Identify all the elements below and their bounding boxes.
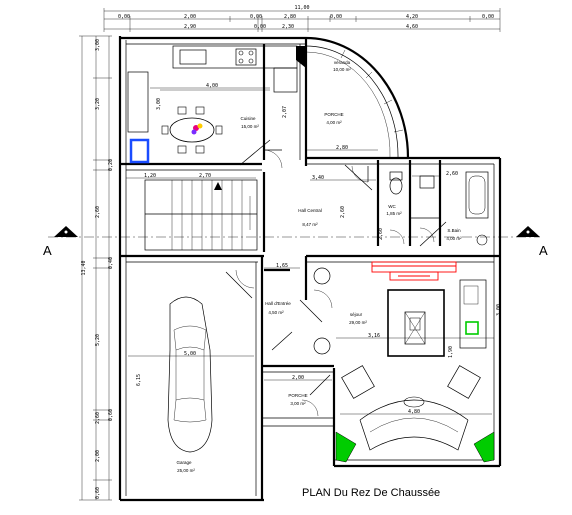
dim-left: 0,20 xyxy=(108,159,114,171)
plant-icon xyxy=(473,431,495,463)
veranda xyxy=(305,36,410,159)
room-porch-top: PORCHE xyxy=(324,112,343,117)
dim-inner: 3,16 xyxy=(368,333,380,339)
dim-left: 0,60 xyxy=(95,487,101,499)
plan-title: PLAN Du Rez De Chaussée xyxy=(302,487,440,499)
dim-top: 0,00 xyxy=(254,24,266,30)
section-label-left: A xyxy=(43,243,52,258)
dim-top: 0,00 xyxy=(482,14,494,20)
room-bath-area: 4,00 m² xyxy=(446,236,462,241)
room-veranda: véranda xyxy=(334,60,351,65)
dim-inner: 3,00 xyxy=(156,98,162,110)
dim-top: 2,90 xyxy=(184,24,196,30)
room-entrance: Hall d'Entrée xyxy=(265,301,291,306)
section-label-right: A xyxy=(539,243,548,258)
room-living: séjour xyxy=(350,312,363,317)
dim-inner: 3,40 xyxy=(312,175,324,181)
room-garage: Garage xyxy=(176,460,192,465)
sofa-icon xyxy=(459,279,487,349)
dim-inner: 2,60 xyxy=(378,228,384,240)
circulation-arrows xyxy=(225,139,447,396)
dim-top: 0,00 xyxy=(250,14,262,20)
room-garage-area: 25,00 m² xyxy=(177,468,195,473)
coffee-table-icon xyxy=(387,289,445,357)
dim-left: 3,00 xyxy=(95,39,101,51)
inner-dimensions: 4,00 3,00 2,07 2,80 1,20 2,70 3,40 2,60 … xyxy=(136,83,502,415)
dim-inner: 2,07 xyxy=(282,106,288,118)
doors xyxy=(235,149,435,417)
walls xyxy=(118,36,502,502)
room-living-area: 29,00 m² xyxy=(349,320,367,325)
dim-top: 2,00 xyxy=(184,14,196,20)
dim-top: 4,60 xyxy=(406,24,418,30)
room-wc: WC xyxy=(388,204,396,209)
dim-top: 2,80 xyxy=(284,14,296,20)
toilet-icon xyxy=(389,171,403,195)
dim-inner: 2,60 xyxy=(340,206,346,218)
basin-icon xyxy=(476,234,488,246)
dim-inner: 4,80 xyxy=(408,409,420,415)
armchair-icon xyxy=(341,365,375,399)
room-kitchen: Cuisine xyxy=(240,116,256,121)
dim-left: 2,60 xyxy=(95,412,101,424)
dim-left: 2,00 xyxy=(95,450,101,462)
dim-inner: 3,00 xyxy=(496,304,502,316)
dim-inner: 2,80 xyxy=(336,145,348,151)
plant-icon xyxy=(465,321,479,335)
room-wc-area: 1,85 m² xyxy=(386,211,402,216)
dim-inner: 1,20 xyxy=(144,173,156,179)
dim-inner: 1,90 xyxy=(448,346,454,358)
car-icon xyxy=(167,296,213,453)
plant-icon xyxy=(335,431,357,463)
room-hall: Hall Central xyxy=(298,208,322,213)
room-veranda-area: 10,00 m² xyxy=(333,67,351,72)
dim-left: 3,20 xyxy=(95,98,101,110)
dim-left: 0,40 xyxy=(108,257,114,269)
dim-inner: 2,00 xyxy=(292,375,304,381)
dim-overall-width: 11,00 xyxy=(294,5,309,11)
dim-inner: 2,70 xyxy=(199,173,211,179)
room-bath: S.Bain xyxy=(447,228,461,233)
left-dimension-lines: 13,40 3,00 3,20 2,60 5,20 2,60 2,00 0,60… xyxy=(79,35,114,501)
room-porch-bottom: PORCHE xyxy=(288,393,307,398)
dim-inner: 6,15 xyxy=(136,374,142,386)
lamp-icon xyxy=(313,267,331,285)
bathtub-icon xyxy=(465,171,489,219)
dim-top: 4,20 xyxy=(406,14,418,20)
staircase xyxy=(144,179,258,251)
fridge-icon xyxy=(129,138,150,164)
room-entrance-area: 4,50 m² xyxy=(268,310,284,315)
section-line: A A xyxy=(43,226,548,258)
dim-top: 0,00 xyxy=(118,14,130,20)
curved-sofa-icon xyxy=(359,396,469,451)
washbasin-icon xyxy=(419,175,435,189)
armchair-icon xyxy=(447,365,481,399)
room-porch-bottom-area: 3,00 m² xyxy=(290,401,306,406)
inner-dimension-lines xyxy=(126,87,494,415)
dim-left: 5,20 xyxy=(95,334,101,346)
dim-left: 0,60 xyxy=(108,409,114,421)
lamp-icon xyxy=(313,337,331,355)
kitchen-fixtures xyxy=(127,45,306,164)
living-room-furniture xyxy=(313,261,495,463)
dining-table-icon xyxy=(161,106,223,154)
dim-top: 2,30 xyxy=(282,24,294,30)
dim-inner: 4,00 xyxy=(206,83,218,89)
dim-overall-height: 13,40 xyxy=(81,260,87,275)
room-porch-top-area: 4,00 m² xyxy=(326,120,342,125)
dim-left: 2,60 xyxy=(95,206,101,218)
top-dimension-lines: 11,00 0,00 2,00 0,00 2,80 0,00 4,20 0,00… xyxy=(103,5,501,32)
room-kitchen-area: 15,00 m² xyxy=(241,124,259,129)
room-labels: Cuisine 15,00 m² PORCHE 4,00 m² véranda … xyxy=(176,60,462,473)
dim-inner: 1,65 xyxy=(276,263,288,269)
stove-icon xyxy=(235,48,257,66)
dim-inner: 2,60 xyxy=(446,171,458,177)
room-hall-area: 8,47 m² xyxy=(302,222,318,227)
dim-top: 0,00 xyxy=(330,14,342,20)
sink-icon xyxy=(179,49,207,65)
fireplace-icon xyxy=(371,261,457,281)
dim-inner: 5,00 xyxy=(184,351,196,357)
